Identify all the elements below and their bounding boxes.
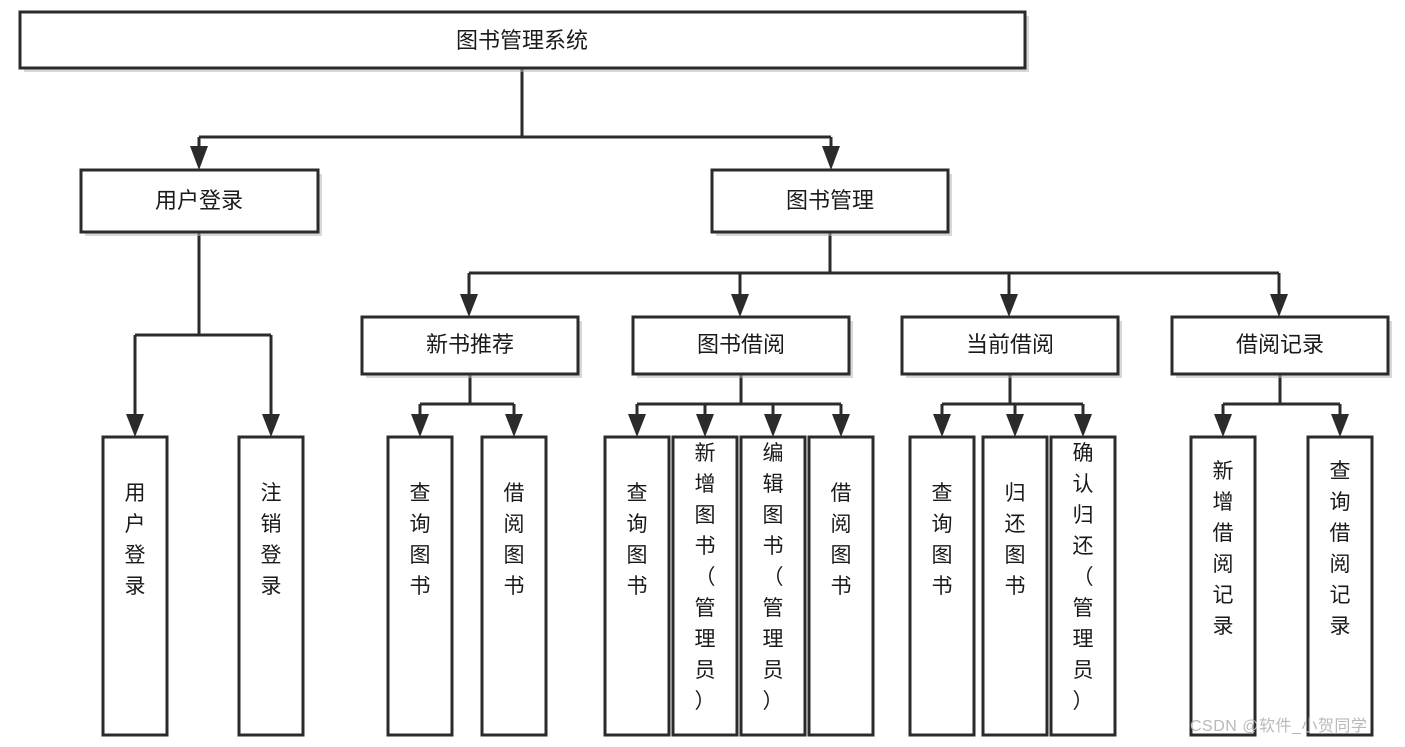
leaf-edit-book-box[interactable] xyxy=(739,435,807,737)
node-root[interactable]: 图书管理系统 xyxy=(18,10,1029,72)
node-current-borrow-label: 当前借阅 xyxy=(966,332,1054,357)
node-user-login-label: 用户登录 xyxy=(155,188,243,213)
arrow-head-leaf-borrow-book-1 xyxy=(505,414,523,437)
node-root-box[interactable] xyxy=(18,10,1027,70)
leaf-node-add-book[interactable]: 新增图书（管理员） xyxy=(671,435,739,737)
leaf-node-query-book-1[interactable]: 查询图书 xyxy=(386,435,454,737)
node-book-manage-box[interactable] xyxy=(710,168,950,234)
node-user-login-box[interactable] xyxy=(79,168,320,234)
leaf-node-query-book-2[interactable]: 查询图书 xyxy=(603,435,671,737)
leaf-confirm-return-box[interactable] xyxy=(1049,435,1117,737)
leaf-node-query-book-3[interactable]: 查询图书 xyxy=(908,435,976,737)
arrow-head-book-borrow xyxy=(731,294,749,317)
node-book-borrow-box[interactable] xyxy=(631,315,851,376)
leaf-borrow-book-1-label: 借阅图书 xyxy=(504,482,525,598)
leaf-node-user-login[interactable]: 用户登录 xyxy=(101,435,169,737)
node-book-manage[interactable]: 图书管理 xyxy=(710,168,952,236)
arrow-head-leaf-return-book xyxy=(1006,414,1024,437)
arrow-head-leaf-user-logout xyxy=(262,414,280,437)
leaf-user-logout-box[interactable] xyxy=(237,435,305,737)
connector-group-book-borrow-to-leaves xyxy=(628,374,850,437)
leaf-query-book-1-box[interactable] xyxy=(386,435,454,737)
leaf-node-return-book[interactable]: 归还图书 xyxy=(981,435,1049,737)
node-book-borrow[interactable]: 图书借阅 xyxy=(631,315,853,378)
leaf-node-add-record[interactable]: 新增借阅记录 xyxy=(1189,435,1257,737)
leaf-query-book-3-box[interactable] xyxy=(908,435,976,737)
arrow-head-leaf-query-record xyxy=(1331,414,1349,437)
arrow-head-leaf-query-book-3 xyxy=(933,414,951,437)
leaf-node-borrow-book-2[interactable]: 借阅图书 xyxy=(807,435,875,737)
arrow-head-borrow-record xyxy=(1270,294,1288,317)
node-borrow-record-box[interactable] xyxy=(1170,315,1390,376)
leaf-node-borrow-book-1[interactable]: 借阅图书 xyxy=(480,435,548,737)
leaf-query-book-3-label: 查询图书 xyxy=(932,482,953,598)
leaf-query-record-label: 查询借阅记录 xyxy=(1330,460,1351,638)
arrow-head-new-book-rec xyxy=(460,294,478,317)
connector-group-borrow-record-to-leaves xyxy=(1214,374,1349,437)
node-new-book-rec[interactable]: 新书推荐 xyxy=(360,315,582,378)
leaf-node-user-logout[interactable]: 注销登录 xyxy=(237,435,305,737)
connector-group-root-to-level2 xyxy=(190,68,840,170)
node-root-label: 图书管理系统 xyxy=(456,28,588,53)
arrow-head-leaf-borrow-book-2 xyxy=(832,414,850,437)
leaf-add-record-label: 新增借阅记录 xyxy=(1213,460,1234,638)
leaf-borrow-book-1-box[interactable] xyxy=(480,435,548,737)
arrow-head-leaf-add-record xyxy=(1214,414,1232,437)
connector-group-book-manage-to-level3 xyxy=(460,232,1288,317)
connector-group-current-borrow-to-leaves xyxy=(933,374,1092,437)
leaf-query-book-2-label: 查询图书 xyxy=(627,482,648,598)
arrow-head-leaf-confirm-return xyxy=(1074,414,1092,437)
leaf-add-book-box[interactable] xyxy=(671,435,739,737)
node-book-borrow-label: 图书借阅 xyxy=(697,332,785,357)
connector-group-user-login-to-leaves xyxy=(126,232,280,437)
leaf-add-book-label: 新增图书（管理员） xyxy=(695,442,716,713)
arrow-head-leaf-query-book-2 xyxy=(628,414,646,437)
leaf-user-login-box[interactable] xyxy=(101,435,169,737)
node-borrow-record-label: 借阅记录 xyxy=(1236,332,1324,357)
node-new-book-rec-box[interactable] xyxy=(360,315,580,376)
arrow-head-leaf-add-book xyxy=(696,414,714,437)
arrow-head-current-borrow xyxy=(1000,294,1018,317)
node-user-login[interactable]: 用户登录 xyxy=(79,168,322,236)
node-book-manage-label: 图书管理 xyxy=(786,188,874,213)
leaf-user-logout-label: 注销登录 xyxy=(261,482,282,598)
node-borrow-record[interactable]: 借阅记录 xyxy=(1170,315,1392,378)
arrow-head-user-login xyxy=(190,146,208,170)
leaf-node-edit-book[interactable]: 编辑图书（管理员） xyxy=(739,435,807,737)
leaf-query-record-box[interactable] xyxy=(1306,435,1374,737)
arrow-head-book-manage xyxy=(822,146,840,170)
leaf-return-book-box[interactable] xyxy=(981,435,1049,737)
leaf-confirm-return-label: 确认归还（管理员） xyxy=(1073,442,1094,713)
leaf-query-book-1-label: 查询图书 xyxy=(410,482,431,598)
node-current-borrow[interactable]: 当前借阅 xyxy=(900,315,1122,378)
connector-group-new-book-rec-to-leaves xyxy=(411,374,523,437)
leaf-add-record-box[interactable] xyxy=(1189,435,1257,737)
node-new-book-rec-label: 新书推荐 xyxy=(426,332,514,357)
arrow-head-leaf-user-login xyxy=(126,414,144,437)
leaf-user-login-label: 用户登录 xyxy=(125,482,146,598)
arrow-head-leaf-edit-book xyxy=(764,414,782,437)
leaf-borrow-book-2-label: 借阅图书 xyxy=(831,482,852,598)
leaf-node-query-record[interactable]: 查询借阅记录 xyxy=(1306,435,1374,737)
leaf-node-confirm-return[interactable]: 确认归还（管理员） xyxy=(1049,435,1117,737)
leaf-borrow-book-2-box[interactable] xyxy=(807,435,875,737)
node-current-borrow-box[interactable] xyxy=(900,315,1120,376)
leaf-return-book-label: 归还图书 xyxy=(1005,482,1026,598)
leaf-edit-book-label: 编辑图书（管理员） xyxy=(763,442,784,713)
leaf-query-book-2-box[interactable] xyxy=(603,435,671,737)
arrow-head-leaf-query-book-1 xyxy=(411,414,429,437)
